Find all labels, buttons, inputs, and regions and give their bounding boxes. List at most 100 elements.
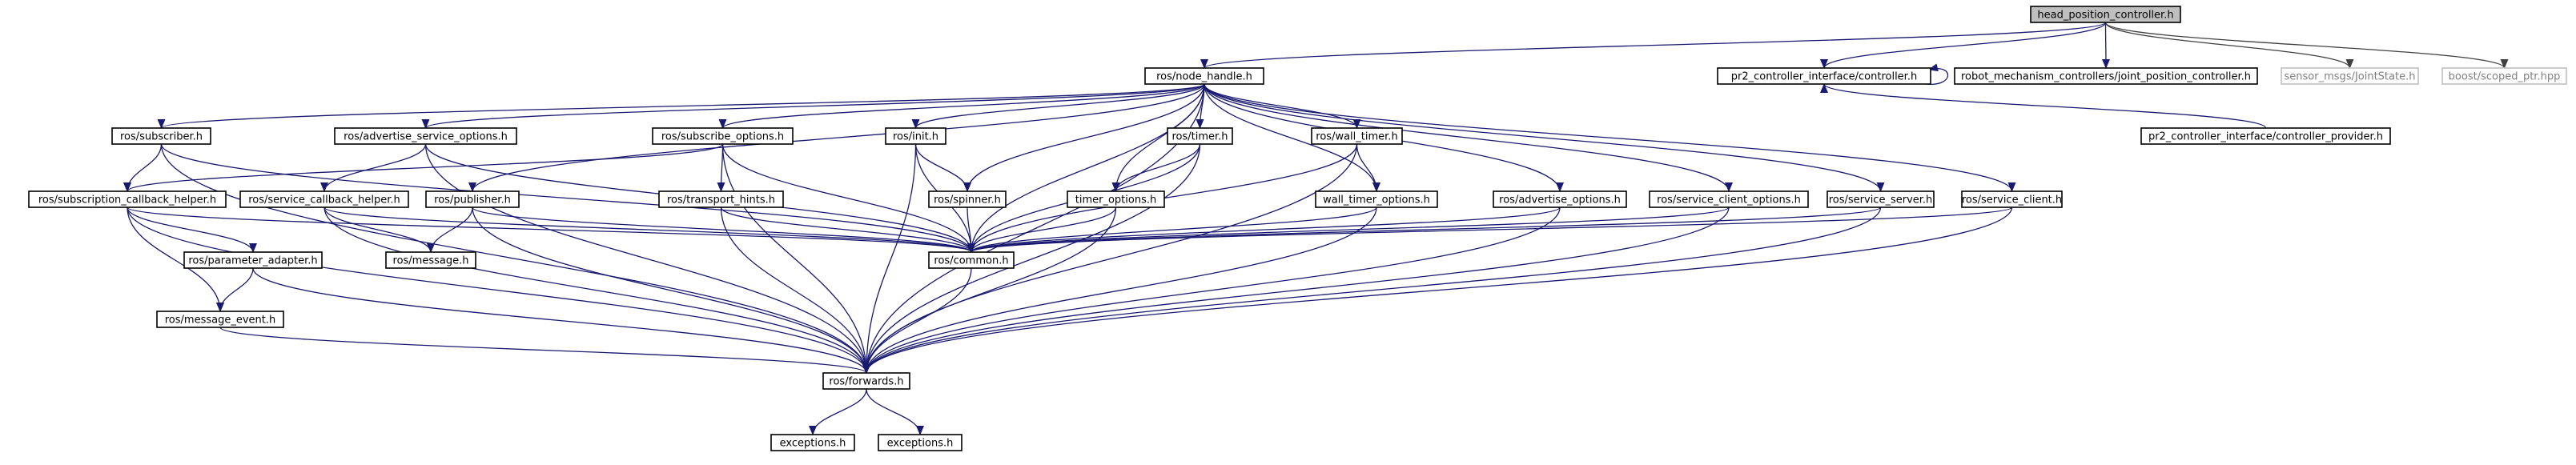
edge-parameter_adapter-to-message_event	[216, 267, 254, 312]
node-wall_timer_options[interactable]: wall_timer_options.h	[1315, 190, 1438, 208]
node-box-message	[385, 251, 476, 269]
node-box-publisher	[425, 190, 520, 208]
edge-subscribe_options-to-forwards	[721, 143, 870, 374]
edge-service_callback_helper-to-common	[324, 206, 975, 253]
edge-head_position_controller-to-boost_scoped	[2104, 22, 2509, 69]
node-robot_mechanism[interactable]: robot_mechanism_controllers/joint_positi…	[1954, 67, 2258, 85]
node-box-wall_timer_options	[1315, 190, 1438, 208]
edges	[123, 22, 2509, 435]
edge-subscribe_options-to-common	[721, 143, 975, 253]
node-parameter_adapter[interactable]: ros/parameter_adapter.h	[183, 251, 323, 269]
edge-node_handle-to-advertise_service_options	[421, 83, 1205, 129]
node-pr2_controller[interactable]: pr2_controller_interface/controller.h	[1717, 67, 1931, 85]
node-advertise_options[interactable]: ros/advertise_options.h	[1493, 190, 1627, 208]
edge-head_position_controller-to-sensor_msgs	[2104, 22, 2354, 69]
node-message[interactable]: ros/message.h	[385, 251, 476, 269]
edge-node_handle-to-service_client_options	[1204, 83, 1733, 192]
edge-advertise_options-to-common	[967, 206, 1561, 253]
node-sensor_msgs[interactable]: sensor_msgs/JointState.h	[2281, 67, 2419, 85]
nodes: head_position_controller.h ros/node_handl…	[28, 6, 2567, 451]
edge-node_handle-to-forwards	[862, 83, 1205, 374]
edge-advertise_options-to-forwards	[862, 206, 1561, 374]
edge-node_handle-to-subscriber	[158, 83, 1205, 129]
edge-service_client_options-to-common	[967, 206, 1730, 253]
node-box-subscription_callback_helper	[28, 190, 227, 208]
node-service_client_options[interactable]: ros/service_client_options.h	[1649, 190, 1809, 208]
node-box-subscribe_options	[652, 127, 794, 145]
node-label-wall_timer_options: wall_timer_options.h	[1323, 194, 1430, 206]
edge-head_position_controller-to-pr2_controller	[1820, 22, 2107, 69]
edge-node_handle-to-service_server	[1204, 83, 1885, 192]
node-head_position_controller[interactable]: head_position_controller.h	[2030, 6, 2181, 23]
node-service_client[interactable]: ros/service_client.h	[1961, 190, 2063, 208]
node-node_handle[interactable]: ros/node_handle.h	[1144, 67, 1264, 85]
node-service_server[interactable]: ros/service_server.h	[1827, 190, 1935, 208]
node-wall_timer[interactable]: ros/wall_timer.h	[1311, 127, 1403, 145]
edge-init-to-spinner	[914, 143, 971, 192]
node-box-boost_scoped	[2441, 67, 2567, 85]
node-box-wall_timer	[1311, 127, 1403, 145]
edge-advertise_service_options-to-service_callback_helper	[320, 143, 427, 192]
node-label-common: ros/common.h	[934, 255, 1008, 267]
node-box-timer	[1167, 127, 1233, 145]
node-label-parameter_adapter: ros/parameter_adapter.h	[188, 255, 317, 267]
node-exceptions_a[interactable]: exceptions.h	[770, 434, 855, 451]
edge-timer-to-forwards	[862, 143, 1201, 374]
edge-pr2_controller-to-pr2_controller	[1925, 63, 1949, 85]
node-box-pr2_controller	[1717, 67, 1931, 85]
node-label-timer: ros/timer.h	[1171, 131, 1228, 143]
edge-transport_hints-to-forwards	[720, 206, 870, 374]
node-box-subscriber	[111, 127, 211, 145]
node-subscribe_options[interactable]: ros/subscribe_options.h	[652, 127, 794, 145]
node-label-service_callback_helper: ros/service_callback_helper.h	[248, 194, 400, 206]
edge-publisher-to-forwards	[472, 206, 870, 374]
edge-head_position_controller-to-node_handle	[1200, 22, 2107, 69]
node-subscriber[interactable]: ros/subscriber.h	[111, 127, 211, 145]
node-boost_scoped[interactable]: boost/scoped_ptr.hpp	[2441, 67, 2567, 85]
node-forwards[interactable]: ros/forwards.h	[822, 372, 910, 390]
node-advertise_service_options[interactable]: ros/advertise_service_options.h	[334, 127, 517, 145]
edge-node_handle-to-wall_timer_options	[1204, 83, 1380, 192]
edge-subscriber-to-forwards	[160, 143, 870, 374]
node-common[interactable]: ros/common.h	[928, 251, 1015, 269]
node-label-publisher: ros/publisher.h	[434, 194, 511, 206]
node-timer[interactable]: ros/timer.h	[1167, 127, 1233, 145]
edge-common-to-forwards	[862, 267, 972, 374]
edge-service_client_options-to-forwards	[862, 206, 1730, 374]
node-label-advertise_options: ros/advertise_options.h	[1499, 194, 1621, 206]
node-box-head_position_controller	[2030, 6, 2181, 23]
node-message_event[interactable]: ros/message_event.h	[156, 311, 284, 328]
node-controller_provider[interactable]: pr2_controller_interface/controller_prov…	[2140, 127, 2391, 145]
node-transport_hints[interactable]: ros/transport_hints.h	[658, 190, 784, 208]
node-init[interactable]: ros/init.h	[885, 127, 946, 145]
node-label-node_handle: ros/node_handle.h	[1156, 71, 1252, 83]
edge-service_server-to-forwards	[862, 206, 1882, 374]
node-box-common	[928, 251, 1015, 269]
node-label-message_event: ros/message_event.h	[165, 315, 276, 327]
node-exceptions_b[interactable]: exceptions.h	[878, 434, 962, 451]
node-box-controller_provider	[2140, 127, 2391, 145]
node-label-exceptions_b: exceptions.h	[887, 438, 954, 450]
node-box-advertise_options	[1493, 190, 1627, 208]
node-label-subscribe_options: ros/subscribe_options.h	[661, 131, 784, 143]
node-label-pr2_controller: pr2_controller_interface/controller.h	[1731, 71, 1917, 83]
node-box-advertise_service_options	[334, 127, 517, 145]
node-label-transport_hints: ros/transport_hints.h	[667, 194, 775, 206]
node-box-service_client_options	[1649, 190, 1809, 208]
edge-subscriber-to-common	[160, 143, 975, 253]
node-label-sensor_msgs: sensor_msgs/JointState.h	[2285, 71, 2416, 83]
edge-subscription_callback_helper-to-message_event	[127, 206, 224, 312]
edge-timer-to-timer_options	[1111, 143, 1201, 192]
edge-subscribe_options-to-subscription_callback_helper	[123, 143, 724, 192]
node-label-advertise_service_options: ros/advertise_service_options.h	[344, 131, 508, 143]
node-label-service_client_options: ros/service_client_options.h	[1657, 194, 1801, 206]
node-timer_options[interactable]: timer_options.h	[1067, 190, 1165, 208]
node-spinner[interactable]: ros/spinner.h	[928, 190, 1007, 208]
node-label-subscriber: ros/subscriber.h	[120, 131, 203, 143]
node-service_callback_helper[interactable]: ros/service_callback_helper.h	[239, 190, 409, 208]
node-subscription_callback_helper[interactable]: ros/subscription_callback_helper.h	[28, 190, 227, 208]
node-publisher[interactable]: ros/publisher.h	[425, 190, 520, 208]
node-box-robot_mechanism	[1954, 67, 2258, 85]
node-box-forwards	[822, 372, 910, 390]
node-label-message: ros/message.h	[393, 255, 469, 267]
